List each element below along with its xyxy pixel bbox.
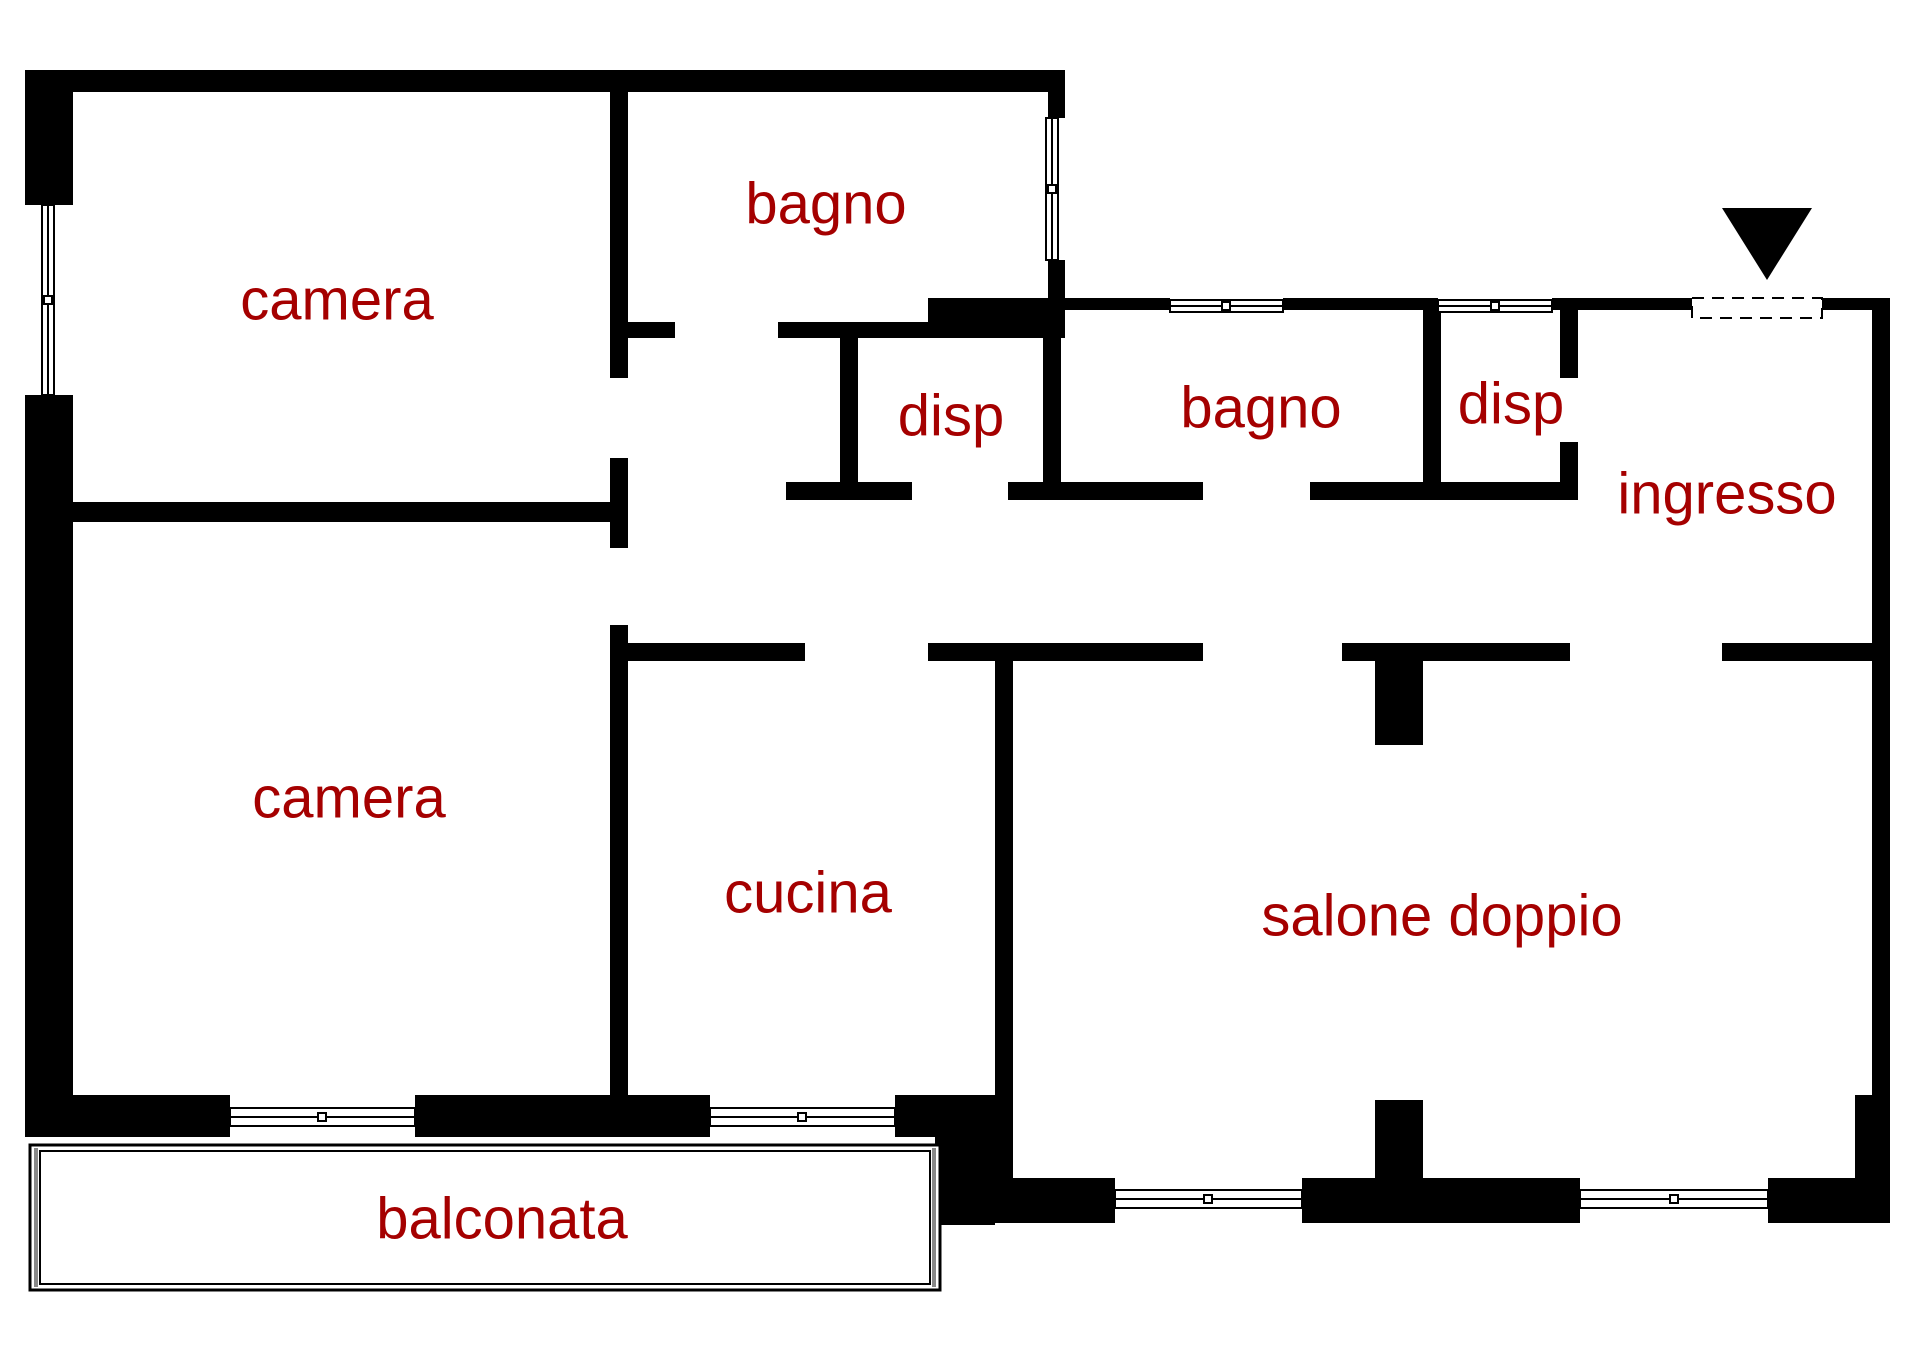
room-label-balconata: balconata: [376, 1186, 628, 1251]
wall: [1283, 298, 1438, 310]
room-label-disp-left: disp: [898, 383, 1004, 448]
entrance-door-opening: [1691, 297, 1823, 319]
wall: [1048, 260, 1065, 305]
wall: [1560, 310, 1578, 378]
window: [41, 204, 55, 396]
wall: [786, 482, 912, 500]
window: [229, 1107, 416, 1127]
wall: [1855, 1095, 1890, 1223]
window: [709, 1107, 896, 1127]
wall: [995, 1178, 1115, 1223]
room-label-ingresso: ingresso: [1617, 461, 1836, 526]
wall: [840, 322, 858, 482]
wall: [1822, 298, 1890, 310]
wall: [1423, 310, 1441, 482]
wall: [1043, 310, 1061, 482]
wall: [610, 643, 805, 661]
wall: [928, 643, 1203, 661]
window: [1579, 1189, 1769, 1209]
room-label-cucina: cucina: [724, 860, 892, 925]
wall: [1008, 482, 1203, 500]
wall: [25, 70, 1065, 92]
wall: [1552, 298, 1692, 310]
wall: [1310, 482, 1578, 500]
wall: [1302, 1178, 1580, 1223]
wall: [1722, 643, 1890, 661]
room-label-bagno-top: bagno: [745, 171, 906, 236]
wall: [1872, 298, 1890, 1098]
window: [1114, 1189, 1303, 1209]
room-label-bagno-mid: bagno: [1180, 375, 1341, 440]
wall: [60, 502, 628, 522]
wall: [25, 1095, 230, 1137]
room-label-disp-right: disp: [1458, 371, 1564, 436]
room-label-salone: salone doppio: [1261, 883, 1622, 948]
wall: [610, 90, 628, 378]
wall: [415, 1095, 710, 1137]
wall: [1375, 1100, 1423, 1190]
wall: [1560, 442, 1578, 500]
wall: [1065, 298, 1170, 310]
window: [1437, 299, 1553, 313]
room-label-camera-bottom: camera: [252, 765, 446, 830]
windows: [41, 117, 1823, 1209]
wall: [1048, 70, 1065, 118]
wall: [935, 1095, 995, 1225]
wall: [778, 322, 1065, 338]
window: [1045, 117, 1059, 261]
wall: [610, 625, 628, 1095]
wall: [995, 643, 1013, 1193]
wall: [610, 322, 675, 338]
wall: [25, 70, 73, 205]
room-labels: camera bagno disp bagno disp ingresso ca…: [240, 171, 1836, 1251]
wall: [928, 298, 1065, 326]
wall: [1375, 643, 1423, 745]
entrance-arrow-icon: [1722, 208, 1812, 280]
room-label-camera-top: camera: [240, 267, 434, 332]
walls: [25, 70, 1890, 1225]
balconata-railing: [28, 1143, 942, 1292]
window: [1169, 299, 1284, 313]
